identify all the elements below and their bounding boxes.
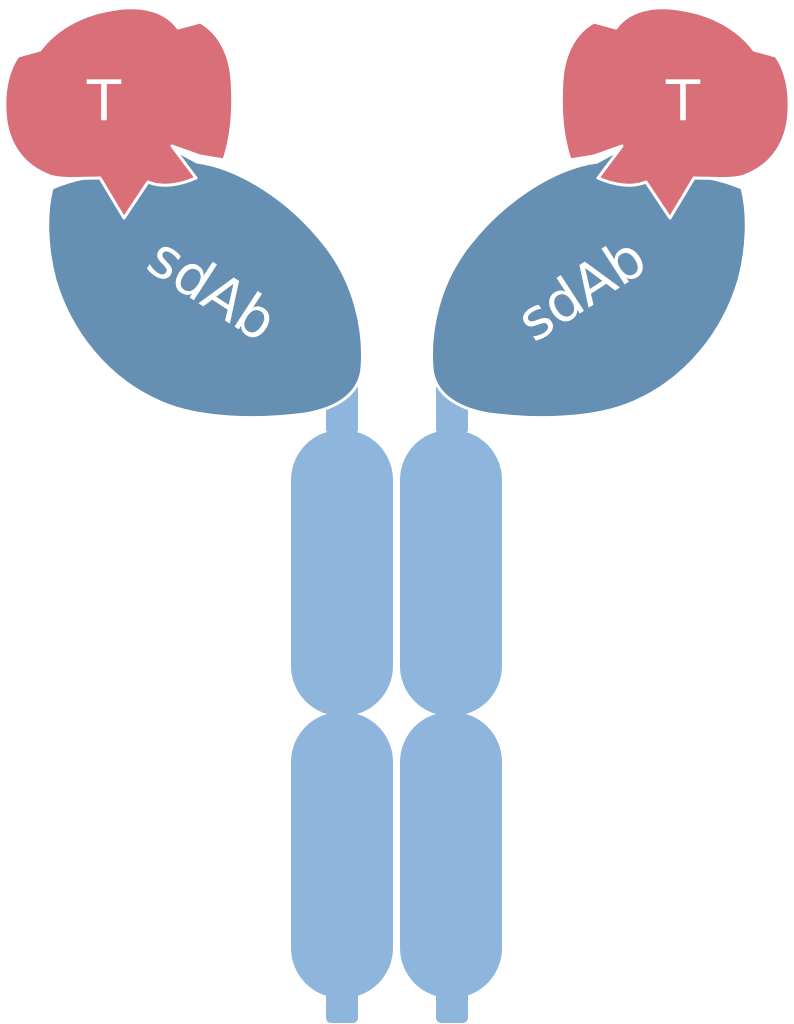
constant-domain-left-upper (291, 430, 393, 716)
target-right (559, 6, 791, 220)
target-left (3, 6, 235, 220)
tail-right (436, 985, 468, 1023)
constant-domain-right-upper (400, 430, 502, 716)
target-left-label: T (86, 70, 122, 135)
fc-region (291, 382, 502, 1023)
constant-domain-right-lower (400, 712, 502, 998)
target-antigens (3, 6, 791, 220)
constant-domain-left-lower (291, 712, 393, 998)
tail-left (326, 985, 358, 1023)
target-right-label: T (665, 70, 701, 135)
